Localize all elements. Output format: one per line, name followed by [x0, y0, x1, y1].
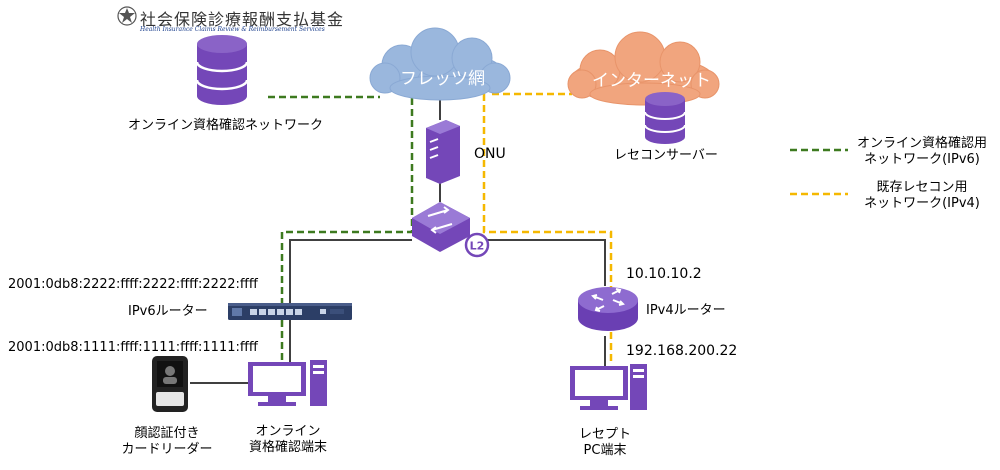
receipt-pc-label-line2: PC端末 [583, 443, 627, 459]
card-reader-label-line2: カードリーダー [121, 442, 213, 458]
receipt-server-label: レセコンサーバー [614, 148, 718, 163]
ipv4-lan-address: 192.168.200.22 [626, 343, 738, 359]
legend-ipv4-line2: ネットワーク(IPv4) [864, 196, 980, 212]
logo-org-name-en: Health Insurance Claims Review & Reimbur… [140, 26, 325, 33]
cable-switch-ipv6router [289, 239, 412, 306]
ipv4-dashed-path [482, 92, 613, 364]
ipv4-wan-address: 10.10.10.2 [626, 266, 702, 282]
card-reader-label: 顔認証付き カードリーダー [112, 426, 222, 459]
ipv6-router-label: IPv6ルーター [128, 304, 208, 319]
internet-cloud-icon [567, 31, 720, 106]
online-terminal-label-line1: オンライン [255, 424, 321, 439]
receipt-pc-icon [570, 364, 647, 410]
logo-org-name: 社会保険診療報酬支払基金 [140, 10, 345, 29]
receipt-pc-label-line1: レセプト [578, 427, 631, 442]
receipt-pc-label: レセプト PC端末 [555, 427, 655, 460]
internet-cloud-label: インターネット [592, 71, 711, 91]
physical-cables [190, 92, 606, 384]
online-terminal-label-line2: 資格確認端末 [248, 440, 327, 456]
legend-ipv6-line2: ネットワーク(IPv6) [864, 152, 980, 168]
database-icon [195, 35, 249, 105]
online-network-label: オンライン資格確認ネットワーク [128, 118, 324, 133]
ipv6-wan-address: 2001:0db8:2222:ffff:2222:ffff:2222:ffff [8, 277, 258, 292]
legend-ipv6-line1: オンライン資格確認用 [856, 136, 987, 151]
onu-device-icon [426, 120, 460, 184]
onu-label: ONU [474, 146, 506, 162]
ipv6-router-icon [228, 303, 352, 320]
l2-badge-label: L2 [470, 240, 485, 253]
legend-ipv4-label: 既存レセコン用 ネットワーク(IPv4) [852, 180, 992, 213]
flets-cloud-icon [369, 27, 511, 101]
flets-cloud-label: フレッツ網 [400, 69, 485, 89]
legend-lines [790, 148, 848, 196]
legend-ipv4-line1: 既存レセコン用 [876, 180, 968, 195]
card-reader-icon [152, 356, 188, 412]
receipt-server-icon [644, 92, 686, 144]
cable-switch-ipv4router [470, 239, 606, 286]
l2-switch-icon [412, 202, 490, 258]
online-terminal-label: オンライン 資格確認端末 [232, 424, 344, 457]
card-reader-label-line1: 顔認証付き [134, 426, 200, 441]
legend-ipv6-label: オンライン資格確認用 ネットワーク(IPv6) [852, 136, 992, 169]
ipv6-lan-address: 2001:0db8:1111:ffff:1111:ffff:1111:ffff [8, 340, 258, 355]
ipv4-router-label: IPv4ルーター [646, 303, 726, 318]
ipv4-router-icon [578, 287, 638, 331]
logo-seal-icon [117, 6, 137, 26]
ipv6-dashed-path [268, 95, 414, 360]
online-terminal-pc-icon [248, 360, 327, 406]
